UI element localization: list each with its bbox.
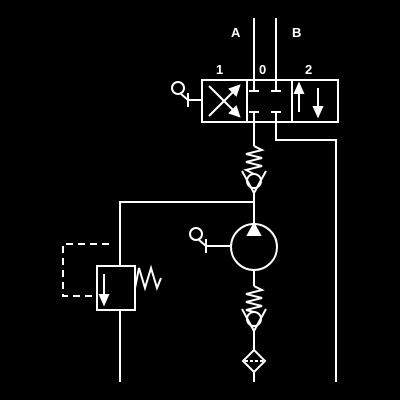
directional-valve [201,79,339,123]
relief-valve-spring [134,264,162,292]
pump-icon [230,221,278,271]
valve-crossed-arrows-icon [208,84,241,118]
position-label-2: 2 [305,62,312,77]
relief-valve [62,243,162,311]
check-valve-spring-lower [245,285,265,313]
position-label-0: 0 [259,62,266,77]
port-label-b: B [292,25,301,40]
return-line [275,122,337,382]
valve-parallel-arrows-icon [293,81,324,119]
port-label-a: A [231,25,241,40]
check-valve-upper-icon [241,170,267,194]
position-label-1: 1 [216,62,223,77]
relief-pilot-line [62,243,109,297]
pump-lever-icon [189,227,231,253]
check-valve-lower-icon [241,308,267,332]
filter-icon [241,348,267,374]
check-valve-spring-upper [243,145,265,175]
relief-branch-line [119,201,254,266]
valve-lever-icon [171,81,202,107]
valve-blocked-ports-icon [249,80,281,122]
